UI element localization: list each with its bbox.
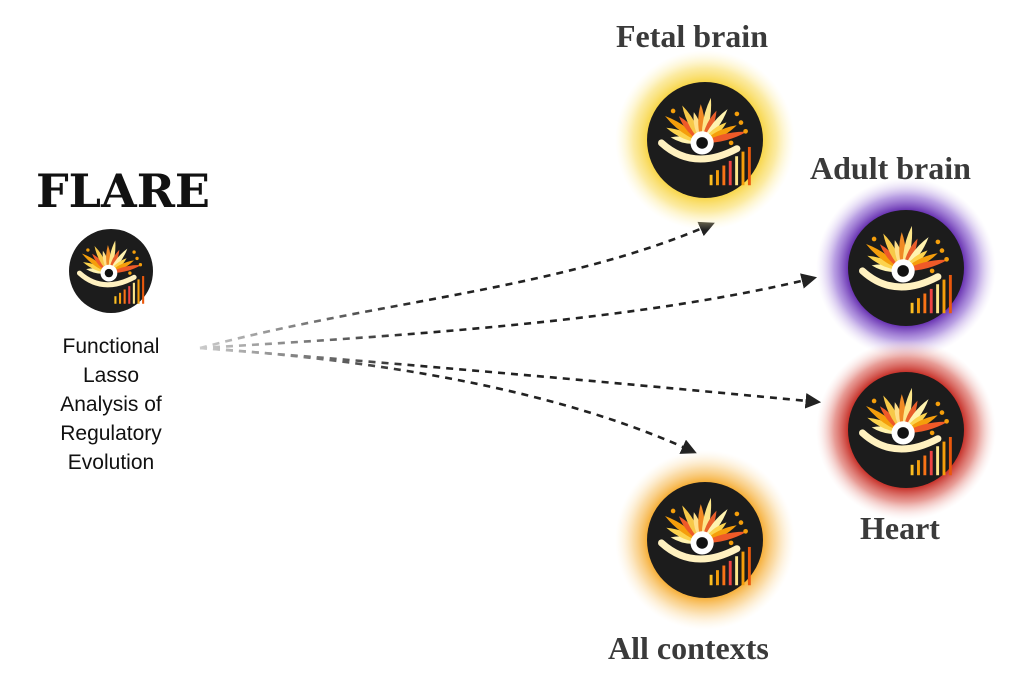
flare-arc — [859, 267, 942, 291]
flare-sparkle — [670, 508, 676, 514]
flare-bar — [137, 279, 140, 304]
flare-sparkle — [944, 256, 949, 262]
flare-bar — [917, 460, 920, 476]
flare-bar — [747, 146, 751, 186]
flare-bar — [728, 560, 732, 586]
source-title: FLARE — [36, 164, 210, 218]
source-subtitle: Functional Lasso Analysis of Regulatory … — [30, 332, 192, 477]
flare-bar — [942, 441, 946, 476]
subtitle-line: Regulatory — [60, 422, 162, 445]
flare-sparkle — [939, 248, 945, 253]
flare-sparkle — [929, 268, 935, 274]
flare-bar — [142, 276, 145, 304]
flare-bar — [741, 151, 745, 186]
flare-bar — [123, 289, 126, 304]
flare-bar — [910, 302, 914, 314]
flare-sparkle — [743, 528, 748, 534]
flare-bar — [722, 565, 726, 586]
adult-brain-icon — [816, 178, 996, 358]
flare-bar — [948, 274, 952, 314]
flare-sparkle — [138, 263, 143, 267]
flare-bar — [747, 546, 751, 586]
flare-eye-pupil — [104, 268, 114, 278]
flare-eye-pupil — [696, 137, 708, 149]
arrow-to-adult-brain — [199, 273, 818, 350]
subtitle-line: Analysis of — [60, 393, 162, 416]
flare-sparkle — [935, 401, 941, 407]
flare-bar — [917, 298, 920, 314]
flare-sparkle — [871, 236, 877, 242]
flare-bar — [716, 570, 719, 586]
flare-bar — [948, 436, 952, 476]
flare-sparkle — [734, 111, 740, 117]
flare-sparkle — [135, 256, 139, 261]
flare-bar — [735, 556, 739, 586]
flare-arc — [859, 429, 942, 453]
flare-bar — [728, 160, 732, 186]
flare-bar — [128, 286, 131, 304]
flare-sparkle — [738, 520, 744, 525]
flare-bar — [132, 282, 135, 304]
flare-bar — [936, 446, 940, 476]
flare-sparkle — [128, 271, 132, 275]
flare-bar — [923, 455, 927, 476]
flare-bar — [929, 450, 933, 476]
flare-sparkle — [871, 398, 877, 404]
flare-arc — [658, 539, 741, 563]
flare-eye-pupil — [897, 427, 909, 439]
flare-sparkle — [743, 128, 748, 134]
flare-bar — [910, 464, 914, 476]
flare-bar — [722, 165, 726, 186]
subtitle-line: Lasso — [82, 364, 140, 387]
flare-sparkle — [728, 140, 734, 146]
flare-bar — [923, 293, 927, 314]
flare-bar — [735, 156, 739, 186]
flare-sparkle — [132, 250, 136, 254]
fetal-brain-icon — [615, 50, 795, 230]
arrow-to-all-contexts — [199, 346, 697, 454]
flare-bar — [709, 174, 713, 186]
flare-bar — [942, 279, 946, 314]
heart-icon — [816, 340, 996, 520]
flare-arc — [658, 139, 741, 163]
target-label-fetal-brain: Fetal brain — [616, 18, 768, 54]
flare-bar — [709, 574, 713, 586]
subtitle-line: Evolution — [67, 451, 155, 474]
flare-bar — [716, 170, 719, 186]
flare-bar — [114, 296, 117, 304]
all-contexts-icon — [615, 450, 795, 630]
target-label-heart: Heart — [860, 510, 940, 546]
flare-sparkle — [86, 248, 90, 252]
flare-bar — [741, 551, 745, 586]
arrow-to-fetal-brain — [199, 221, 715, 350]
flare-arc — [76, 270, 137, 288]
flare-sparkle — [929, 430, 935, 436]
flare-sparkle — [738, 120, 744, 125]
flare-sparkle — [939, 410, 945, 415]
flare-bar — [936, 284, 940, 314]
target-label-all-contexts: All contexts — [608, 630, 769, 666]
flare-bar — [929, 288, 933, 314]
flare-sparkle — [944, 418, 949, 424]
flare-logo-icon — [69, 229, 153, 313]
subtitle-line: Functional — [62, 335, 160, 358]
flare-eye-pupil — [696, 537, 708, 549]
flare-sparkle — [728, 540, 734, 546]
flare-sparkle — [734, 511, 740, 517]
flare-sparkle — [935, 239, 941, 245]
target-label-adult-brain: Adult brain — [810, 150, 971, 186]
flare-bar — [118, 292, 122, 304]
flare-eye-pupil — [897, 265, 909, 277]
flare-sparkle — [670, 108, 676, 114]
